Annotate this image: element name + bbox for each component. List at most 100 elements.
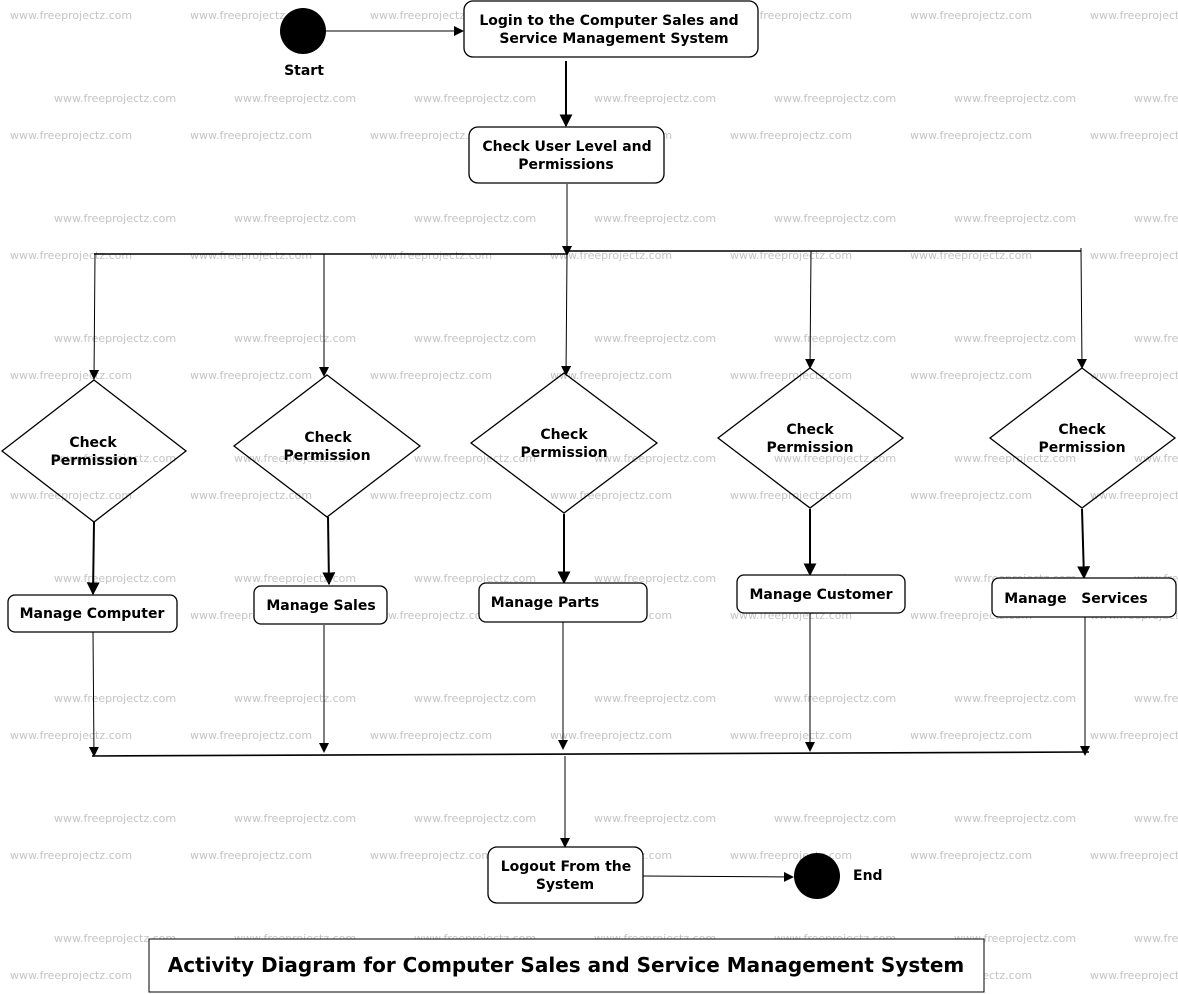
watermark-text: www.freeprojectz.com [1134,812,1178,825]
watermark-text: www.freeprojectz.com [234,452,356,465]
watermark-text: www.freeprojectz.com [414,572,536,585]
watermark-text: www.freeprojectz.com [1090,129,1178,142]
manage-sales-box [253,585,388,625]
watermark-text: www.freeprojectz.com [1090,9,1178,22]
edge-decision-5-to-manage-services [1077,508,1091,580]
watermark-text: www.freeprojectz.com [54,212,176,225]
edge-decision-1-to-manage-computer [86,521,100,596]
decision-4-line2: Permission [766,440,853,456]
watermark-text: www.freeprojectz.com [730,369,852,382]
decision-diamond-5 [988,367,1177,509]
watermark-text: www.freeprojectz.com [414,212,536,225]
decision-diamond-1 [0,379,188,523]
decision-diamond-4 [716,367,905,509]
watermark-text: www.freeprojectz.com [190,849,312,862]
manage-services-label: Manage Services [1004,591,1147,607]
watermark-text: www.freeprojectz.com [414,692,536,705]
watermark-text: www.freeprojectz.com [414,92,536,105]
start-circle [280,8,326,54]
check-level-node: Check User Level and Permissions [468,126,665,184]
edge-fork-to-decision-1 [89,253,100,380]
watermark-text: www.freeprojectz.com [234,692,356,705]
decision-diamond-3 [469,372,659,514]
edges [86,26,1091,882]
manage-parts-label: Manage Parts [491,595,599,611]
watermark-text: www.freeprojectz.com [910,729,1032,742]
edge-manage-computer-to-join [88,631,99,757]
watermark-text: www.freeprojectz.com [1090,849,1178,862]
watermark-text: www.freeprojectz.com [954,812,1076,825]
watermark-text: www.freeprojectz.com [10,9,132,22]
watermark-text: www.freeprojectz.com [10,849,132,862]
watermark-text: www.freeprojectz.com [774,332,896,345]
check-level-label-line2: Permissions [518,157,613,173]
decision-1-line1: Check [69,435,117,451]
manage-customer-label: Manage Customer [749,587,892,603]
watermark-text: www.freeprojectz.com [54,332,176,345]
logout-node: Logout From the System [487,846,644,904]
watermark-text: www.freeprojectz.com [54,452,176,465]
watermark-text: www.freeprojectz.com [550,729,672,742]
login-label-line2: Service Management System [499,31,728,47]
watermark-text: www.freeprojectz.com [10,489,132,502]
watermark-text: www.freeprojectz.com [414,332,536,345]
watermark-text: www.freeprojectz.com [594,572,716,585]
watermark-text: www.freeprojectz.com [774,812,896,825]
watermark-text: www.freeprojectz.com [910,369,1032,382]
manage-services-box [991,577,1177,618]
watermark-text: www.freeprojectz.com [910,129,1032,142]
watermark-text: www.freeprojectz.com [414,452,536,465]
watermark-text: www.freeprojectz.com [730,249,852,262]
watermark-text: www.freeprojectz.com [234,812,356,825]
decision-5-line2: Permission [1038,440,1125,456]
decision-node-2: Check Permission [232,374,422,518]
watermark-text: www.freeprojectz.com [730,849,852,862]
end-label: End [853,868,883,884]
decision-node-4: Check Permission [716,367,905,509]
action-manage-customer: Manage Customer [736,574,906,614]
decision-3-line1: Check [540,427,588,443]
manage-computer-box [7,594,178,633]
watermark-text: www.freeprojectz.com [190,489,312,502]
watermark-text: www.freeprojectz.com [730,9,852,22]
edge-fork-to-decision-5 [1076,247,1087,369]
watermark-text: www.freeprojectz.com [910,9,1032,22]
watermark-text: www.freeprojectz.com [370,609,492,622]
watermark-text: www.freeprojectz.com [1090,489,1178,502]
manage-customer-box [736,574,906,614]
watermark-text: www.freeprojectz.com [10,969,132,982]
watermark-text: www.freeprojectz.com [954,332,1076,345]
logout-box [487,846,644,904]
decision-5-line1: Check [1058,422,1106,438]
watermark-text: www.freeprojectz.com [370,9,492,22]
join-bar [91,751,1090,757]
watermark-text: www.freeprojectz.com [54,572,176,585]
watermark-text: www.freeprojectz.com [370,129,492,142]
watermark-text: www.freeprojectz.com [190,9,312,22]
watermark-text: www.freeprojectz.com [10,249,132,262]
logout-label-line2: System [536,877,594,893]
decision-2-line2: Permission [283,448,370,464]
watermark-text: www.freeprojectz.com [370,369,492,382]
end-node: End [794,853,883,899]
manage-computer-label: Manage Computer [20,606,165,622]
end-circle [794,853,840,899]
watermark-text: www.freeprojectz.com [54,932,176,945]
watermark-text: www.freeprojectz.com [190,729,312,742]
watermark-text: www.freeprojectz.com [54,92,176,105]
watermark-text: www.freeprojectz.com [54,812,176,825]
manage-parts-box [478,582,648,623]
decision-2-line1: Check [304,430,352,446]
watermark-text: www.freeprojectz.com [1090,969,1178,982]
watermark-text: www.freeprojectz.com [1090,249,1178,262]
watermark-text: www.freeprojectz.com [594,812,716,825]
watermark-text: www.freeprojectz.com [594,692,716,705]
watermark-text: www.freeprojectz.com [910,849,1032,862]
watermark-text: www.freeprojectz.com [190,129,312,142]
watermark-text: www.freeprojectz.com [730,489,852,502]
edge-logout-to-end [642,871,794,882]
watermark-text: www.freeprojectz.com [190,369,312,382]
edge-fork-to-decision-3 [561,254,572,376]
title-box [148,938,985,993]
decision-node-3: Check Permission [469,372,659,514]
